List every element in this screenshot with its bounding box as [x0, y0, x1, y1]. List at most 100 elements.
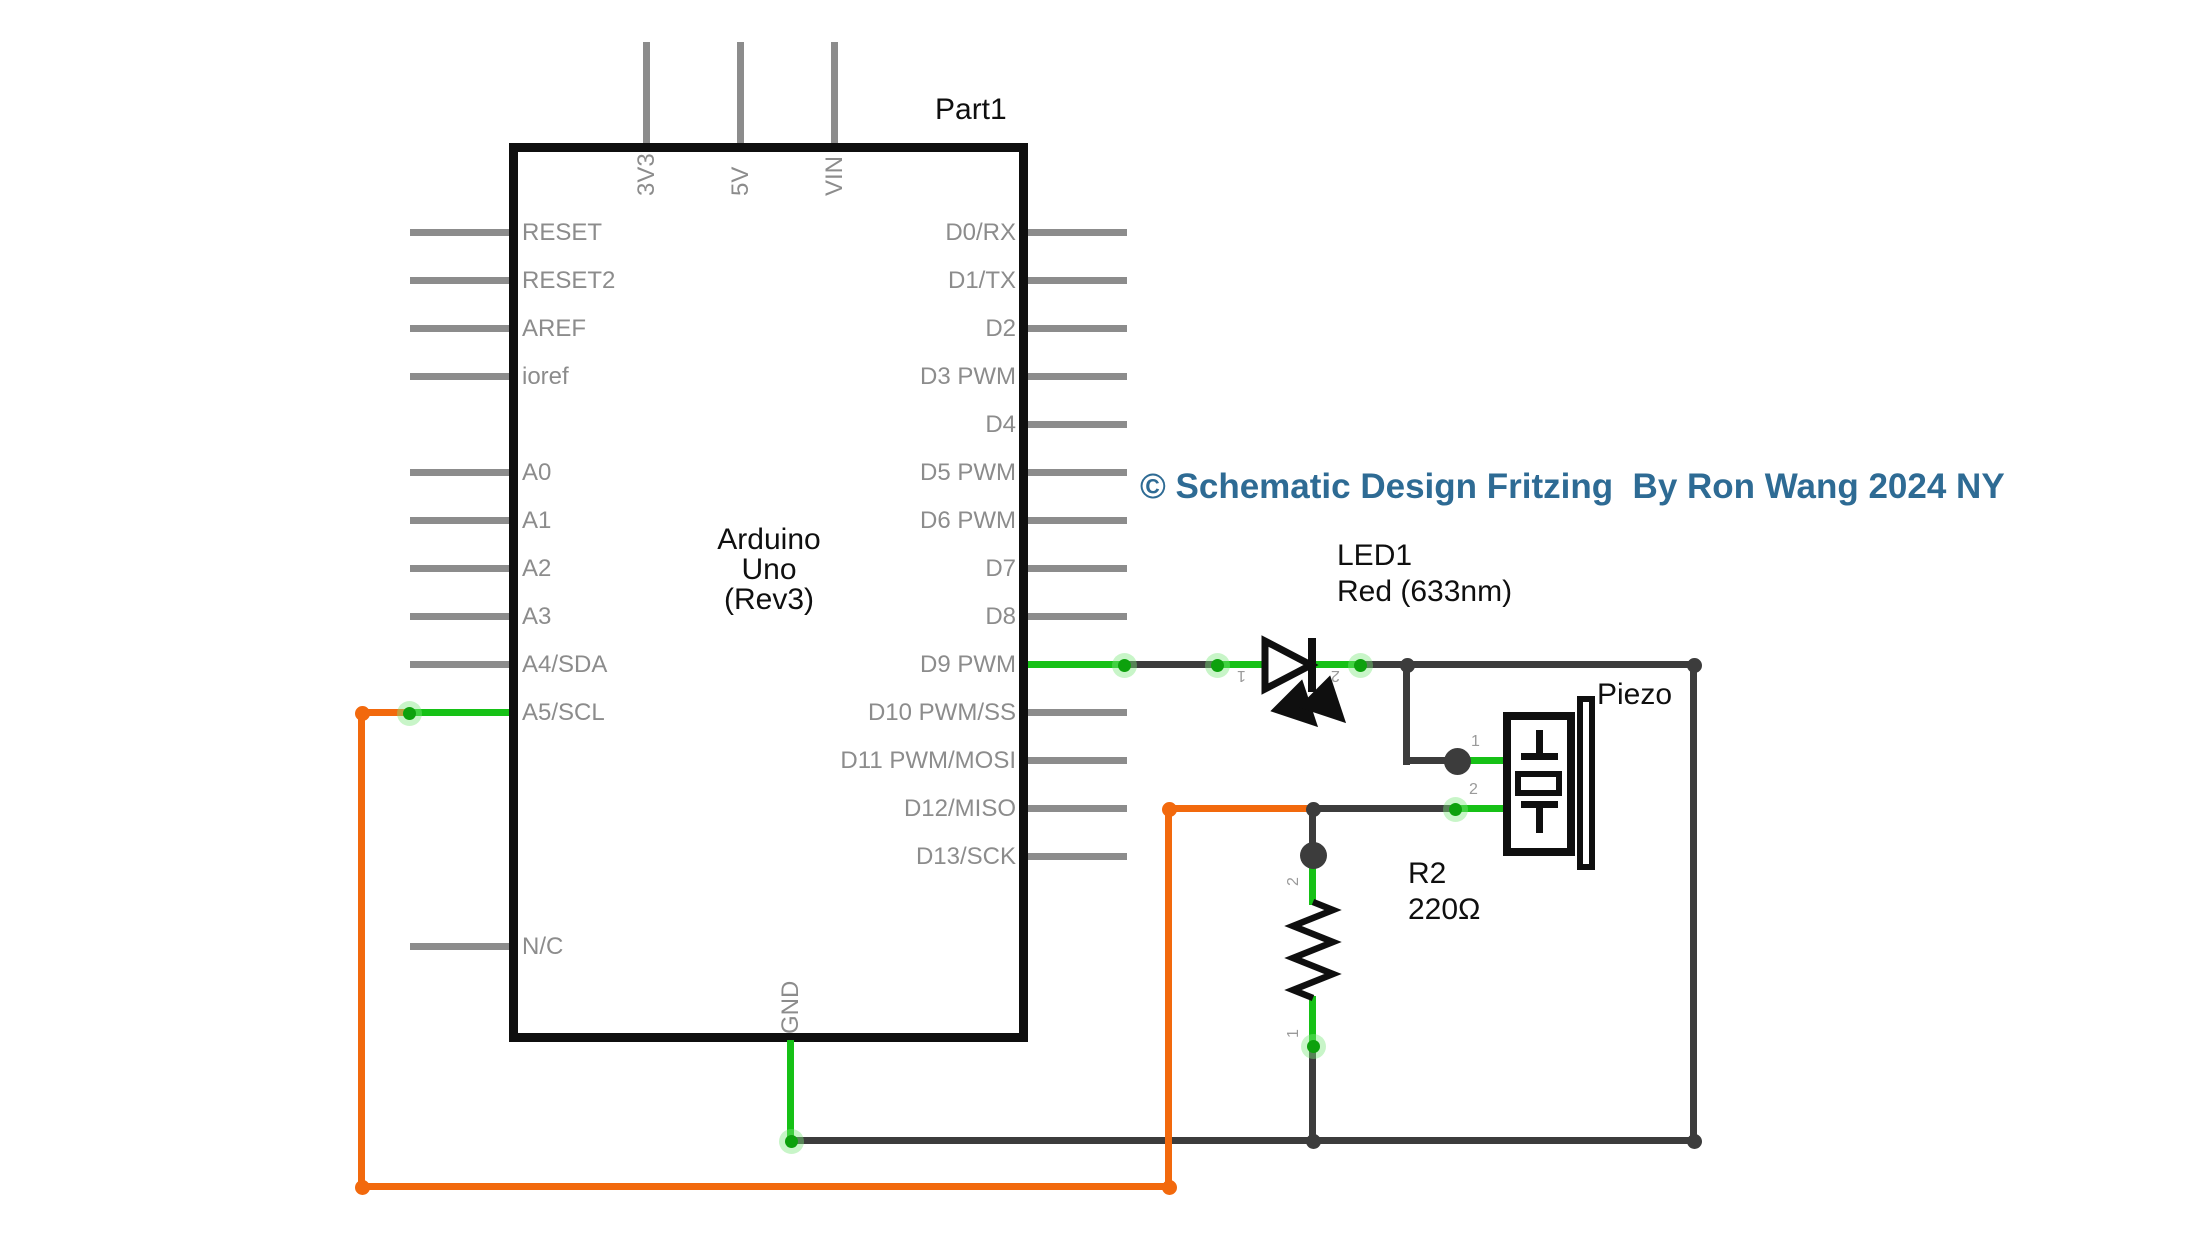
pin-stub-d5[interactable] [1028, 469, 1127, 476]
wire-green-r2-pin2[interactable] [1309, 855, 1316, 905]
led-triangle [1261, 635, 1319, 695]
wire-right-vertical[interactable] [1690, 661, 1697, 1145]
pin-stub-vin[interactable] [831, 42, 838, 144]
resistor-symbol[interactable] [1283, 896, 1343, 1004]
led-value: Red (633nm) [1337, 575, 1513, 608]
endpoint-piezo-pin2 [1449, 803, 1462, 816]
pin-stub-d1[interactable] [1028, 277, 1127, 284]
pin-label-d13-sck: D13/SCK [915, 843, 1016, 870]
led-pin1-number: 1 [1237, 667, 1246, 684]
wire-orange-right-vertical[interactable] [1165, 805, 1172, 1191]
pin-stub-aref[interactable] [410, 325, 509, 332]
pin-label-d12-miso: D12/MISO [903, 795, 1016, 822]
copyright-text: © Schematic Design Fritzing By Ron Wang … [1140, 467, 2005, 506]
pin-label-a2: A2 [522, 555, 552, 582]
endpoint-gnd [785, 1135, 798, 1148]
pin-stub-a4[interactable] [410, 661, 509, 668]
piezo-label: Piezo [1597, 678, 1673, 711]
pin-stub-reset2[interactable] [410, 277, 509, 284]
wire-r2-to-gnd[interactable] [1309, 1046, 1316, 1145]
pin-stub-d8[interactable] [1028, 613, 1127, 620]
wire-green-d9[interactable] [1028, 661, 1124, 668]
pin-label-a4-sda: A4/SDA [522, 651, 608, 678]
pin-label-d6-pwm: D6 PWM [920, 507, 1016, 534]
wire-green-piezo-pin2[interactable] [1455, 805, 1507, 812]
pin-label-a3: A3 [522, 603, 552, 630]
resistor-pin1-number: 1 [1285, 1029, 1302, 1038]
piezo-disc [1577, 696, 1595, 870]
pin-label-reset2: RESET2 [522, 267, 616, 294]
pin-label-3v3: 3V3 [633, 153, 660, 196]
pin-stub-d6[interactable] [1028, 517, 1127, 524]
pin-stub-d4[interactable] [1028, 421, 1127, 428]
wire-green-r2-pin1[interactable] [1309, 996, 1316, 1048]
pin-stub-d13[interactable] [1028, 853, 1127, 860]
arduino-name-line2: Uno [741, 553, 797, 586]
wire-d9-to-led[interactable] [1124, 661, 1220, 668]
wire-orange-left-vertical[interactable] [358, 713, 365, 1191]
endpoint-r2-pin1 [1307, 1040, 1320, 1053]
pin-stub-d7[interactable] [1028, 565, 1127, 572]
wire-to-piezo-pin1[interactable] [1403, 757, 1461, 764]
pin-label-reset: RESET [522, 219, 603, 246]
wire-orange-bottom[interactable] [358, 1183, 1173, 1190]
pin-stub-a2[interactable] [410, 565, 509, 572]
wire-green-gnd[interactable] [787, 1040, 794, 1142]
resistor-zigzag [1284, 898, 1342, 1002]
pin-stub-d0[interactable] [1028, 229, 1127, 236]
junction-r2-pin2 [1300, 842, 1327, 869]
wire-gnd-bottom[interactable] [791, 1137, 1694, 1144]
pin-stub-nc[interactable] [410, 943, 509, 950]
resistor-designator: R2 [1408, 857, 1447, 890]
wire-green-led-pin1[interactable] [1217, 661, 1269, 668]
piezo-plate-top-stem [1536, 730, 1543, 758]
wire-led-to-right[interactable] [1356, 661, 1698, 668]
wire-green-led-pin2[interactable] [1308, 661, 1360, 668]
pin-label-d11-pwm-mosi: D11 PWM/MOSI [840, 747, 1016, 774]
pin-stub-d12[interactable] [1028, 805, 1127, 812]
pin-stub-3v3[interactable] [643, 42, 650, 144]
pin-stub-ioref[interactable] [410, 373, 509, 380]
pin-stub-a3[interactable] [410, 613, 509, 620]
pin-stub-reset[interactable] [410, 229, 509, 236]
junction-piezo-pin1 [1444, 748, 1471, 775]
wire-junction-to-r2[interactable] [1309, 805, 1316, 859]
wire-orange-to-junction[interactable] [1165, 805, 1317, 812]
pin-stub-d2[interactable] [1028, 325, 1127, 332]
pin-label-gnd: GND [777, 980, 804, 1034]
wire-orange-a5-stub[interactable] [362, 709, 410, 716]
bendpoint-orange-bottom-right [1162, 1180, 1177, 1195]
pin-label-d0-rx: D0/RX [945, 219, 1016, 246]
bendpoint-bottom-right [1687, 1134, 1702, 1149]
endpoint-led-pin2 [1354, 659, 1367, 672]
pin-stub-d3[interactable] [1028, 373, 1127, 380]
pin-label-d8: D8 [985, 603, 1016, 630]
pin-label-d3-pwm: D3 PWM [920, 363, 1016, 390]
endpoint-led-pin1 [1211, 659, 1224, 672]
pin-stub-d10[interactable] [1028, 709, 1127, 716]
arduino-name-line1: Arduino [717, 523, 821, 556]
led-designator: LED1 [1337, 539, 1413, 572]
wire-green-piezo-pin1[interactable] [1457, 757, 1507, 764]
pin-label-d7: D7 [985, 555, 1016, 582]
pin-label-d5-pwm: D5 PWM [920, 459, 1016, 486]
arduino-uno-body[interactable] [509, 143, 1028, 1042]
wire-to-piezo-pin2[interactable] [1313, 805, 1459, 812]
pin-stub-5v[interactable] [737, 42, 744, 144]
pin-label-a0: A0 [522, 459, 552, 486]
pin-label-d4: D4 [985, 411, 1016, 438]
junction-r2-gnd [1306, 1134, 1321, 1149]
led-symbol[interactable] [1253, 625, 1385, 750]
pin-label-vin: VIN [821, 155, 848, 196]
pin-stub-a1[interactable] [410, 517, 509, 524]
bendpoint-orange-top [355, 706, 370, 721]
wire-green-a5[interactable] [409, 709, 509, 716]
piezo-plate-top-bar [1521, 753, 1558, 760]
piezo-plate-bottom-stem [1536, 804, 1543, 833]
resistor-value: 220Ω [1408, 893, 1481, 926]
wire-led-tee-down[interactable] [1403, 661, 1410, 765]
pin-stub-a0[interactable] [410, 469, 509, 476]
arduino-name-line3: (Rev3) [723, 583, 814, 616]
pin-stub-d11[interactable] [1028, 757, 1127, 764]
